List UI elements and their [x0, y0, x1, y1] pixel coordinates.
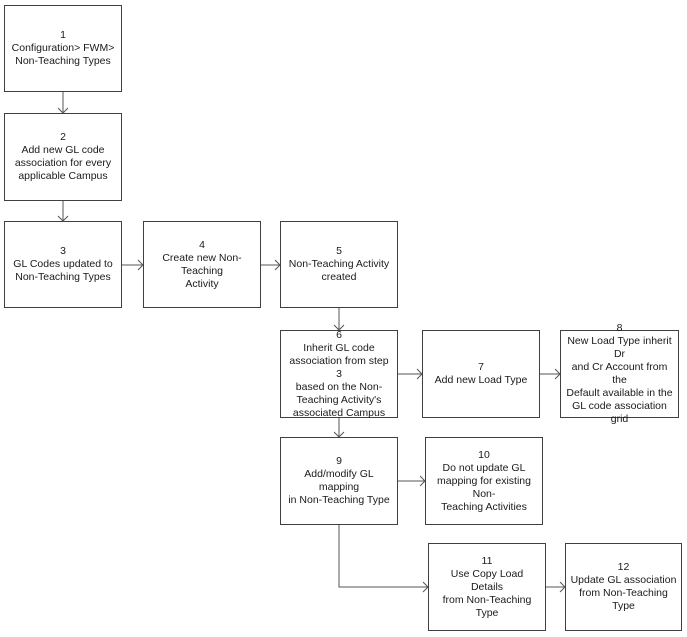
step-box-9: 9 Add/modify GL mapping in Non-Teaching … [280, 437, 398, 525]
step-number-2: 2 [60, 131, 66, 143]
step-number-7: 7 [478, 361, 484, 373]
step-box-1: 1 Configuration> FWM> Non-Teaching Types [4, 5, 122, 92]
step-box-5: 5 Non-Teaching Activity created [280, 221, 398, 308]
step-number-12: 12 [617, 561, 630, 573]
step-text-4: Create new Non-Teaching Activity [162, 251, 242, 290]
step-box-6: 6 Inherit GL code association from step … [280, 328, 398, 419]
step-box-2: 2 Add new GL code association for every … [4, 113, 122, 201]
step-text-8: New Load Type inherit Dr and Cr Account … [566, 335, 673, 425]
step-text-6: Inherit GL code association from step 3 … [289, 341, 389, 419]
step-text-10: Do not update GL mapping for existing No… [437, 461, 531, 513]
step-text-1: Configuration> FWM> Non-Teaching Types [11, 42, 115, 67]
step-box-10: 10 Do not update GL mapping for existing… [425, 437, 543, 525]
step-box-7: 7 Add new Load Type [422, 330, 540, 418]
step-box-12: 12 Update GL association from Non-Teachi… [565, 543, 682, 631]
connector-9-to-11 [338, 525, 428, 588]
step-number-8: 8 [616, 322, 623, 334]
step-number-4: 4 [199, 238, 205, 251]
step-text-11: Use Copy Load Details from Non-Teaching … [442, 567, 532, 619]
step-number-6: 6 [336, 328, 342, 341]
step-box-3: 3 GL Codes updated to Non-Teaching Types [4, 221, 122, 308]
step-number-10: 10 [478, 448, 490, 461]
step-text-9: Add/modify GL mapping in Non-Teaching Ty… [288, 468, 390, 506]
step-number-11: 11 [481, 554, 493, 567]
step-box-4: 4 Create new Non-Teaching Activity [143, 221, 261, 308]
step-box-8: 8 New Load Type inherit Dr and Cr Accoun… [560, 322, 679, 425]
step-number-1: 1 [60, 29, 66, 41]
step-text-12: Update GL association from Non-Teaching … [570, 574, 677, 612]
step-text-7: Add new Load Type [434, 374, 528, 386]
step-text-2: Add new GL code association for every ap… [14, 144, 112, 182]
step-text-3: GL Codes updated to Non-Teaching Types [13, 258, 113, 283]
step-number-9: 9 [336, 455, 342, 467]
step-number-5: 5 [336, 245, 342, 257]
step-box-11: 11 Use Copy Load Details from Non-Teachi… [428, 543, 546, 631]
step-number-3: 3 [60, 245, 66, 257]
step-text-5: Non-Teaching Activity created [288, 258, 390, 283]
